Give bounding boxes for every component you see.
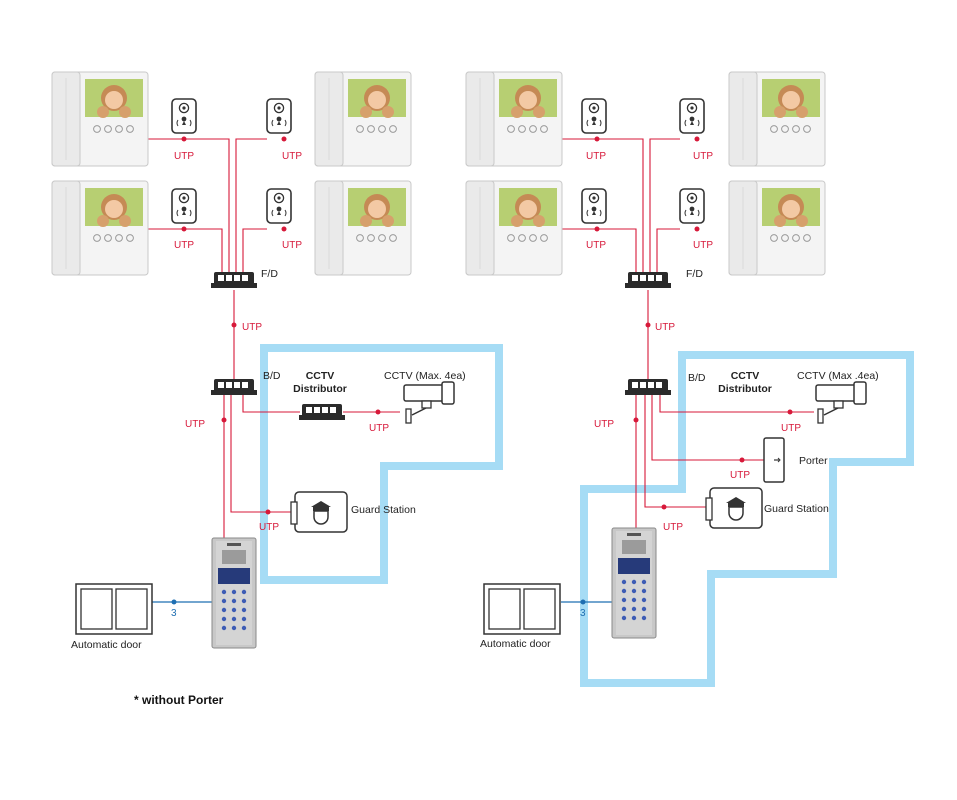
video-monitor-icon <box>314 71 412 167</box>
porter-label: Porter <box>799 455 828 467</box>
utp-label: UTP <box>594 419 614 430</box>
guard-station-icon <box>290 491 348 533</box>
footnote: * without Porter <box>134 693 224 707</box>
video-monitor-icon <box>51 71 149 167</box>
utp-label: UTP <box>174 151 194 162</box>
floor-distributor-label: F/D <box>686 268 703 280</box>
lobby-phone-icon <box>211 537 257 649</box>
video-monitor-icon <box>728 180 826 276</box>
floor-distributor-label: F/D <box>261 268 278 280</box>
utp-label: UTP <box>185 419 205 430</box>
utp-label: UTP <box>282 151 302 162</box>
building-distributor-icon <box>625 379 671 395</box>
door-wire-label: 3 <box>580 608 586 619</box>
floor-distributor-icon <box>211 272 257 288</box>
utp-label: UTP <box>242 322 262 333</box>
automatic-door-icon <box>75 583 153 635</box>
door-camera-icon <box>679 98 705 134</box>
door-camera-icon <box>266 98 292 134</box>
security-camera-icon <box>815 381 867 424</box>
security-camera-icon <box>403 381 455 424</box>
cctv-distributor-label: Distributor <box>718 383 772 395</box>
utp-wiring <box>146 138 400 538</box>
lobby-phone-icon <box>611 527 657 639</box>
video-monitor-icon <box>465 180 563 276</box>
utp-label: UTP <box>282 240 302 251</box>
building-distributor-label: B/D <box>263 370 281 382</box>
porter-icon <box>763 437 785 483</box>
utp-label: UTP <box>369 423 389 434</box>
door-wire-label: 3 <box>171 608 177 619</box>
floor-distributor-icon <box>625 272 671 288</box>
cctv-distributor-label: Distributor <box>293 383 347 395</box>
door-camera-icon <box>679 188 705 224</box>
utp-label: UTP <box>693 151 713 162</box>
video-monitor-icon <box>465 71 563 167</box>
right-diagram: UTP UTP UTP UTP UTP UTP UTP UTP UTP F/D … <box>465 71 914 687</box>
door-camera-icon <box>581 98 607 134</box>
guard-area-highlight <box>260 344 503 584</box>
guard-station-label: Guard Station <box>351 504 416 516</box>
video-monitor-icon <box>314 180 412 276</box>
left-diagram: UTP UTP UTP UTP UTP UTP UTP UTP F/D B/D … <box>51 71 503 707</box>
utp-label: UTP <box>586 240 606 251</box>
door-camera-icon <box>171 188 197 224</box>
utp-wiring <box>560 138 814 528</box>
automatic-door-label: Automatic door <box>71 639 142 651</box>
utp-label: UTP <box>781 423 801 434</box>
utp-label: UTP <box>693 240 713 251</box>
cctv-distributor-icon <box>299 404 345 420</box>
cctv-label: CCTV (Max .4ea) <box>797 370 879 382</box>
guard-porter-area-highlight <box>580 351 914 687</box>
utp-label: UTP <box>655 322 675 333</box>
guard-station-icon <box>705 487 763 529</box>
door-camera-icon <box>581 188 607 224</box>
guard-station-label: Guard Station <box>764 503 829 515</box>
utp-labels: UTP UTP UTP UTP UTP UTP UTP UTP <box>174 151 389 533</box>
utp-labels: UTP UTP UTP UTP UTP UTP UTP UTP UTP <box>586 151 801 533</box>
automatic-door-icon <box>483 583 561 635</box>
building-distributor-label: B/D <box>688 372 706 384</box>
video-monitor-icon <box>51 180 149 276</box>
cctv-distributor-label: CCTV <box>306 370 335 382</box>
video-monitor-icon <box>728 71 826 167</box>
utp-label: UTP <box>586 151 606 162</box>
building-distributor-icon <box>211 379 257 395</box>
utp-label: UTP <box>174 240 194 251</box>
cctv-distributor-label: CCTV <box>731 370 760 382</box>
door-camera-icon <box>171 98 197 134</box>
utp-label: UTP <box>663 522 683 533</box>
utp-label: UTP <box>730 470 750 481</box>
door-camera-icon <box>266 188 292 224</box>
automatic-door-label: Automatic door <box>480 638 551 650</box>
utp-label: UTP <box>259 522 279 533</box>
cctv-label: CCTV (Max. 4ea) <box>384 370 466 382</box>
